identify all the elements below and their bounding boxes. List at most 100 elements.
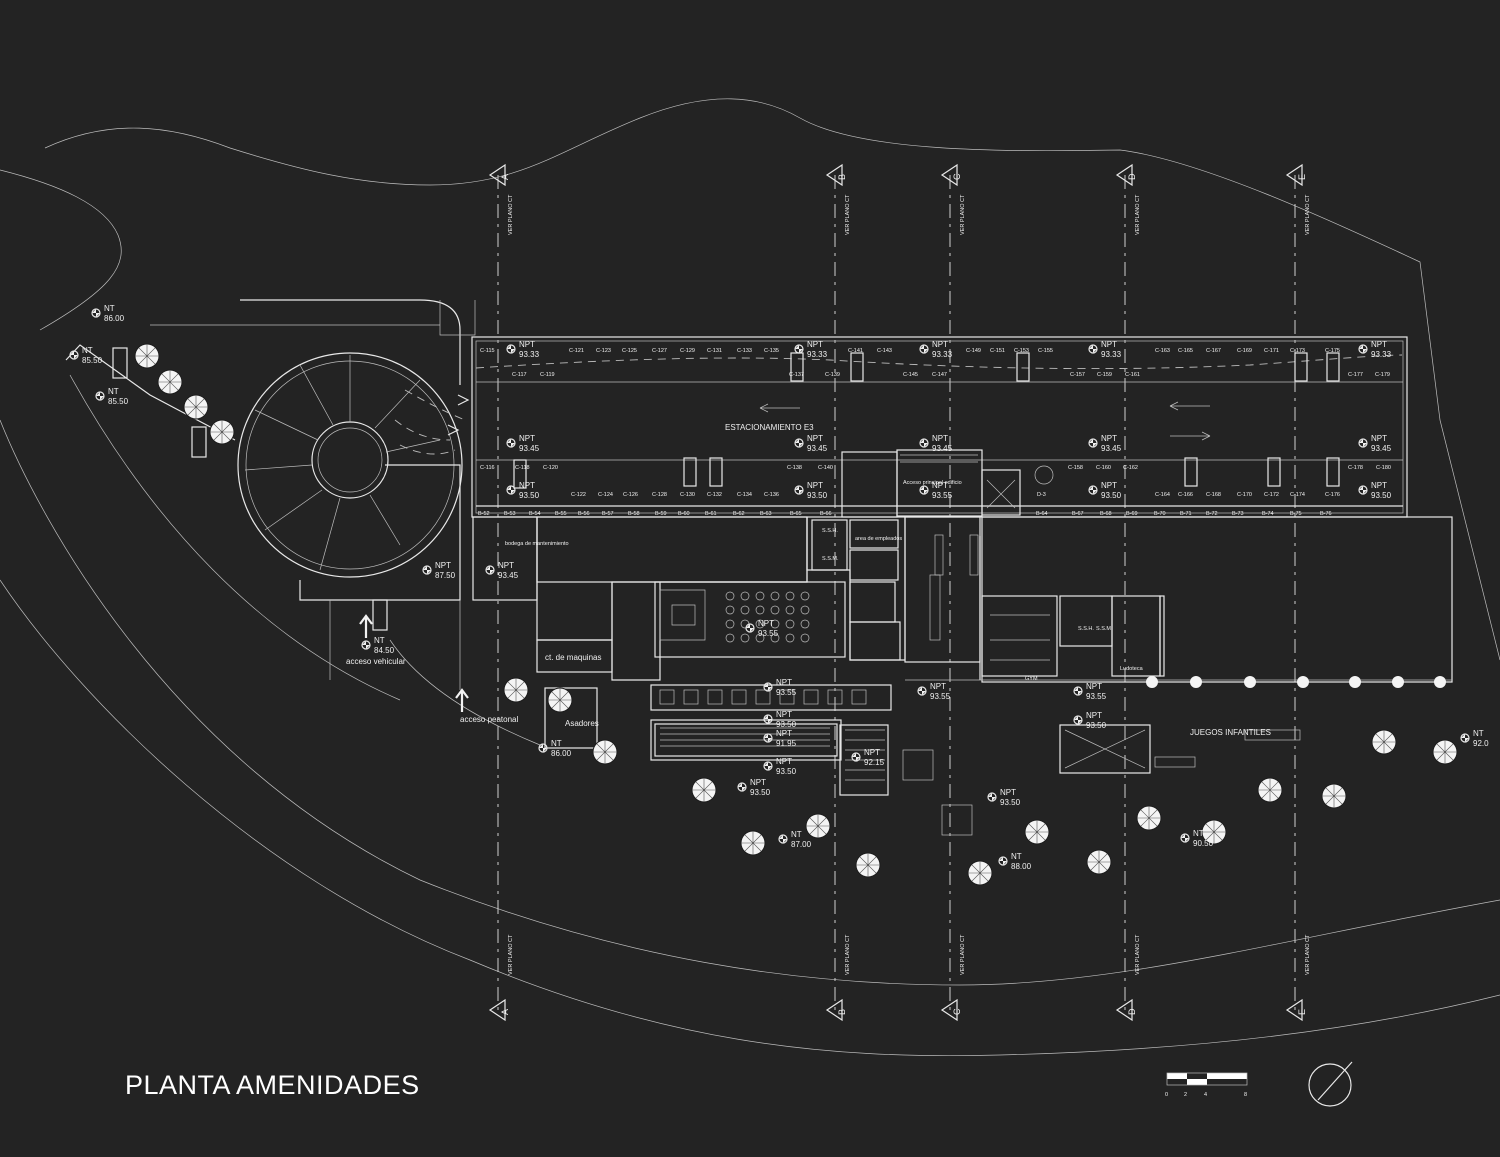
space-label: D-3	[1037, 492, 1046, 498]
parking-space-label: C-143	[877, 348, 892, 354]
table-icon	[755, 619, 765, 629]
parking-space-label: C-131	[707, 348, 722, 354]
table-icon	[725, 591, 735, 601]
parking-space-label: C-121	[569, 348, 584, 354]
shrub-icon	[1297, 676, 1309, 688]
level-prefix: NPT	[1086, 711, 1102, 720]
parking-space-label: C-171	[1264, 348, 1279, 354]
parking-space-label: C-174	[1290, 492, 1305, 498]
level-prefix: NT	[108, 387, 119, 396]
bike-space-label: B-55	[555, 511, 567, 517]
room-label-ssm2: S.S.M.	[1096, 626, 1113, 632]
bike-space-label: B-53	[504, 511, 516, 517]
level-value: 92.0	[1473, 739, 1489, 748]
table-icon	[755, 605, 765, 615]
parking-space-label: C-118	[515, 465, 530, 471]
bike-space-label: B-56	[578, 511, 590, 517]
axis-markers-top: A B C D E VER PLANO CT VER PLANO CT VER …	[488, 163, 1311, 235]
vehicle-access-label: acceso vehicular	[346, 657, 406, 666]
bike-space-label: B-72	[1206, 511, 1218, 517]
axis-note: VER PLANO CT	[960, 934, 966, 975]
table-icon	[785, 605, 795, 615]
parking-space-label: C-138	[787, 465, 802, 471]
level-value: 93.33	[1101, 350, 1122, 359]
table-icon	[770, 633, 780, 643]
room-label-machines: ct. de maquinas	[545, 653, 601, 662]
axis-note: VER PLANO CT	[508, 194, 514, 235]
level-prefix: NPT	[758, 619, 774, 628]
parking-space-label: C-167	[1206, 348, 1221, 354]
parking-space-label: C-173	[1290, 348, 1305, 354]
table-icon	[800, 633, 810, 643]
level-prefix: NPT	[932, 481, 948, 490]
axis-label: E	[1297, 1009, 1307, 1015]
north-arrow-icon	[1308, 1061, 1353, 1107]
parking-space-label: C-133	[737, 348, 752, 354]
axis-label: D	[1127, 1008, 1137, 1015]
level-prefix: NPT	[519, 434, 535, 443]
level-value: 84.50	[374, 646, 395, 655]
level-value: 93.45	[498, 571, 519, 580]
parking-space-label: C-129	[680, 348, 695, 354]
parking-space-label: C-168	[1206, 492, 1221, 498]
parking-space-label: C-127	[652, 348, 667, 354]
parking-space-label: C-124	[598, 492, 613, 498]
level-value: 92.15	[864, 758, 885, 767]
pedestrian-access-label: acceso peatonal	[460, 715, 518, 724]
lounger-icon	[755, 689, 771, 705]
parking-space-label: C-125	[622, 348, 637, 354]
main-access-label: Acceso principal edificio	[903, 480, 962, 486]
shrub-icon	[1392, 676, 1404, 688]
table-icon	[770, 591, 780, 601]
site-terrain-lines	[0, 98, 1500, 1057]
parking-space-label: C-119	[540, 372, 555, 378]
bike-space-label: B-62	[733, 511, 745, 517]
parking-space-label: C-151	[990, 348, 1005, 354]
bike-space-label: B-76	[1320, 511, 1332, 517]
level-prefix: NPT	[776, 729, 792, 738]
playground-label: JUEGOS INFANTILES	[1190, 728, 1271, 737]
table-icon	[755, 633, 765, 643]
parking-space-label: C-122	[571, 492, 586, 498]
level-prefix: NT	[551, 739, 562, 748]
bike-space-label: B-73	[1232, 511, 1244, 517]
parking-space-label: C-126	[623, 492, 638, 498]
axis-note: VER PLANO CT	[845, 934, 851, 975]
level-prefix: NPT	[776, 710, 792, 719]
table-icon	[725, 619, 735, 629]
parking-space-label: C-166	[1178, 492, 1193, 498]
level-value: 93.33	[1371, 350, 1392, 359]
level-prefix: NPT	[1086, 682, 1102, 691]
table-icon	[740, 591, 750, 601]
level-prefix: NT	[1011, 852, 1022, 861]
level-value: 93.45	[519, 444, 540, 453]
room-label-playroom: Ludoteca	[1120, 666, 1144, 672]
access-road	[65, 344, 541, 746]
level-prefix: NT	[1193, 829, 1204, 838]
level-prefix: NT	[374, 636, 385, 645]
level-prefix: NPT	[864, 748, 880, 757]
trees	[134, 343, 1458, 886]
bike-space-label: B-57	[602, 511, 614, 517]
